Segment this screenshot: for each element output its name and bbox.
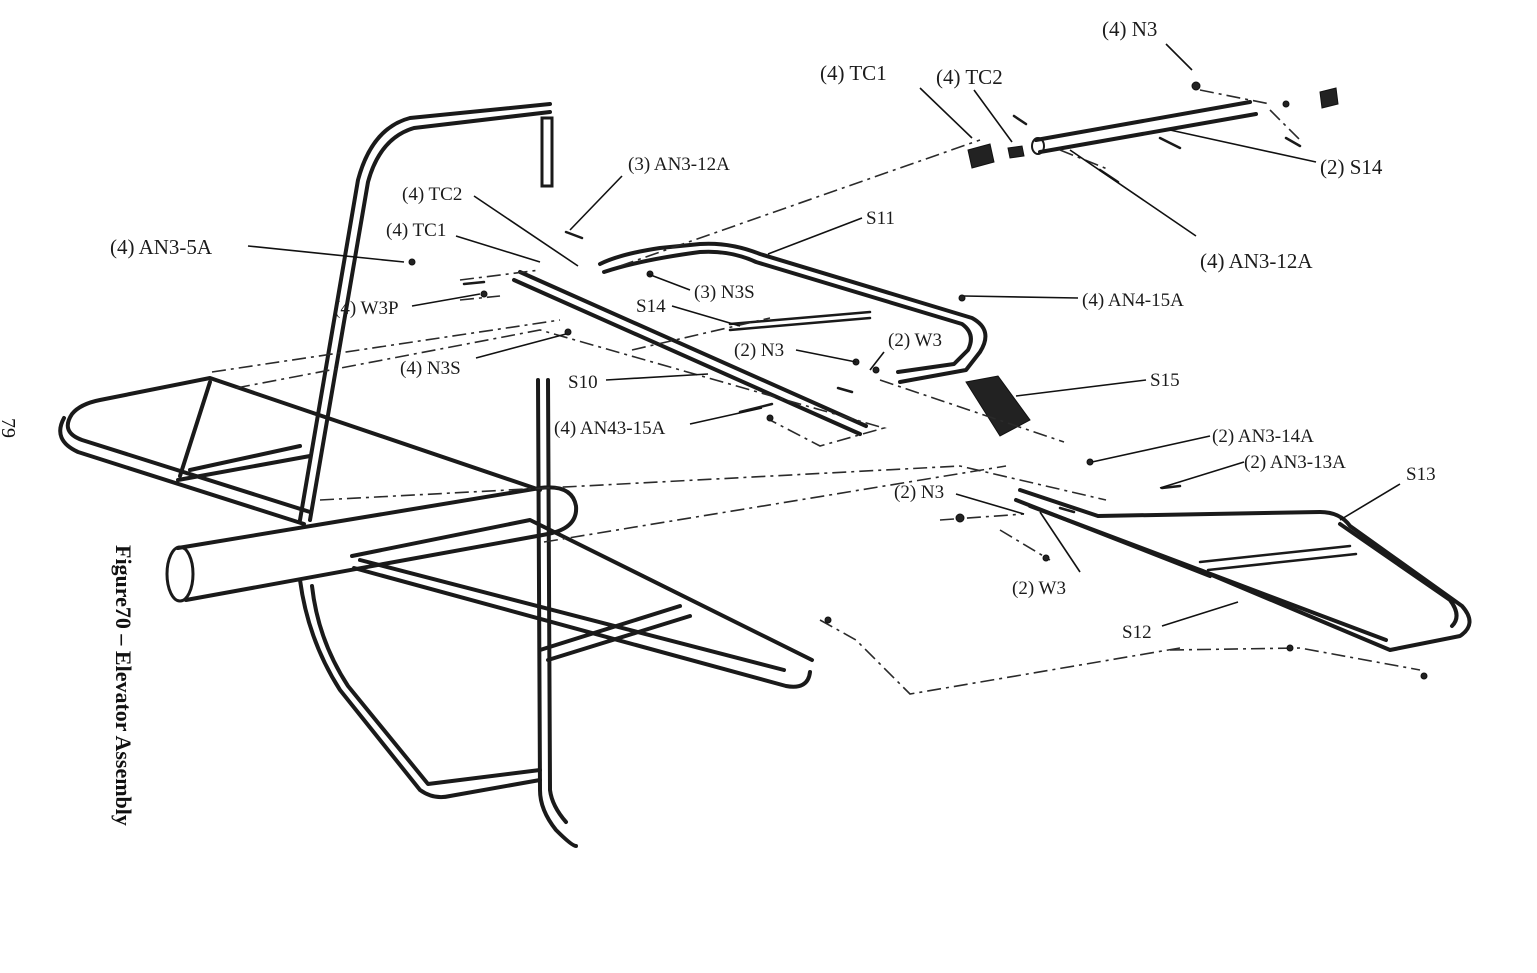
page-number: 79 [0,418,19,438]
label-w3p: (4) W3P [334,298,399,319]
fuselage-tube [165,485,579,603]
label-s12: S12 [1122,622,1152,643]
hinge-tubes-s10-s11 [512,241,1031,437]
label-an3-12a-left: (3) AN3-12A [628,154,730,175]
label-w3-mid: (2) W3 [888,330,942,351]
label-tc2-left: (4) TC2 [402,184,462,205]
label-tc2-top: (4) TC2 [936,65,1003,89]
upper-hinge-tube [967,81,1339,184]
hardware-parts [408,230,1428,680]
label-n3-top: (4) N3 [1102,17,1157,41]
label-s15: S15 [1150,370,1180,391]
label-n3-low: (2) N3 [894,482,944,503]
left-elevator-frame [350,518,814,689]
label-n3s-mid: (3) N3S [694,282,755,303]
leader-lines [247,43,1401,627]
label-s14-mid: S14 [636,296,666,317]
part-labels: (4) N3 (4) TC1 (4) TC2 (2) S14 (4) AN3-1… [110,17,1436,643]
figure-caption: Figure70 – Elevator Assembly [111,545,136,826]
label-an3-12a-right: (4) AN3-12A [1200,249,1313,273]
label-an3-13a: (2) AN3-13A [1244,452,1346,473]
label-n3s-left: (4) N3S [400,358,461,379]
label-tc1-top: (4) TC1 [820,61,887,85]
label-w3-low: (2) W3 [1012,578,1066,599]
right-elevator-frame [1014,488,1472,652]
label-tc1-left: (4) TC1 [386,220,446,241]
tail-post-frame [298,102,578,848]
label-an43-15a: (4) AN43-15A [554,418,666,439]
label-an4-15a: (4) AN4-15A [1082,290,1184,311]
label-s11: S11 [866,208,895,229]
assembly-centerlines [211,89,1421,695]
label-s10: S10 [568,372,598,393]
label-s13: S13 [1406,464,1436,485]
label-s14-right: (2) S14 [1320,155,1383,179]
label-n3-mid: (2) N3 [734,340,784,361]
label-an3-5a: (4) AN3-5A [110,235,213,259]
label-an3-14a: (2) AN3-14A [1212,426,1314,447]
left-stabilizer-frame [58,376,542,526]
